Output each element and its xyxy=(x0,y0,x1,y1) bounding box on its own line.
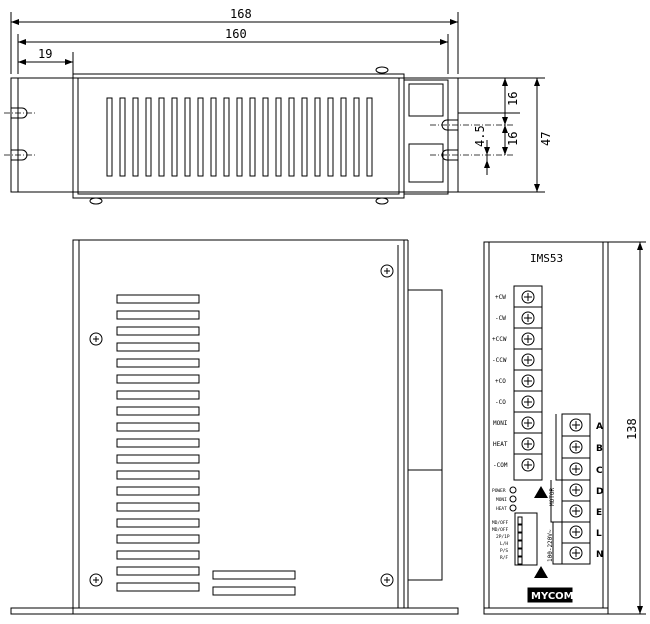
led-label: HEAT xyxy=(496,506,507,512)
terminal-letter: E xyxy=(596,508,602,518)
dip-label: 2P/1P xyxy=(496,534,510,540)
dim-160: 160 xyxy=(225,27,247,41)
right-terminal-block xyxy=(561,413,591,565)
terminal-letter: N xyxy=(596,550,604,560)
led-label: POWER xyxy=(492,488,506,494)
dip-label: MD/OFF xyxy=(492,527,509,533)
terminal-label: HEAT xyxy=(493,441,508,448)
side-base-plate xyxy=(10,607,459,615)
dim-4-5: 4.5 xyxy=(473,125,487,147)
dim-138: 138 xyxy=(625,418,639,440)
terminal-label: -COM xyxy=(493,462,508,469)
led-label: MONI xyxy=(496,497,507,503)
dim-47: 47 xyxy=(539,132,553,146)
dip-switch xyxy=(514,512,538,566)
terminal-label: -CO xyxy=(495,399,506,406)
dip-label: MD/OFF xyxy=(492,520,509,526)
side-view xyxy=(10,239,459,615)
dip-label: R/F xyxy=(500,555,508,561)
motor-label: MOTOR xyxy=(549,488,556,506)
terminal-label: +CCW xyxy=(492,336,507,343)
terminal-letter: B xyxy=(596,444,603,454)
terminal-label: MONI xyxy=(493,420,508,427)
dip-label: P/S xyxy=(500,548,508,554)
model-label: IMS53 xyxy=(530,252,563,265)
left-terminal-block xyxy=(513,285,543,481)
dim-19: 19 xyxy=(38,47,52,61)
terminal-label: +CW xyxy=(495,294,506,301)
side-vents xyxy=(116,294,296,596)
top-view xyxy=(4,12,545,205)
terminal-label: -CCW xyxy=(492,357,507,364)
dim-16a: 16 xyxy=(506,92,520,106)
dim-16b: 16 xyxy=(506,132,520,146)
terminal-letter: C xyxy=(596,466,603,476)
terminal-letter: D xyxy=(596,487,603,497)
front-view xyxy=(483,241,646,615)
side-screws xyxy=(89,264,394,587)
dip-label: L/H xyxy=(500,541,508,547)
brand-logo: MYCOM xyxy=(531,591,574,602)
terminal-label: -CW xyxy=(495,315,506,322)
terminal-label: +CO xyxy=(495,378,506,385)
dim-168: 168 xyxy=(230,7,252,21)
terminal-letter: L xyxy=(596,529,602,539)
power-label: 100-220V~ xyxy=(547,529,554,562)
terminal-letter: A xyxy=(596,422,603,432)
top-vents xyxy=(106,97,373,177)
terminal-screws xyxy=(521,290,583,560)
arrowheads xyxy=(11,19,643,614)
